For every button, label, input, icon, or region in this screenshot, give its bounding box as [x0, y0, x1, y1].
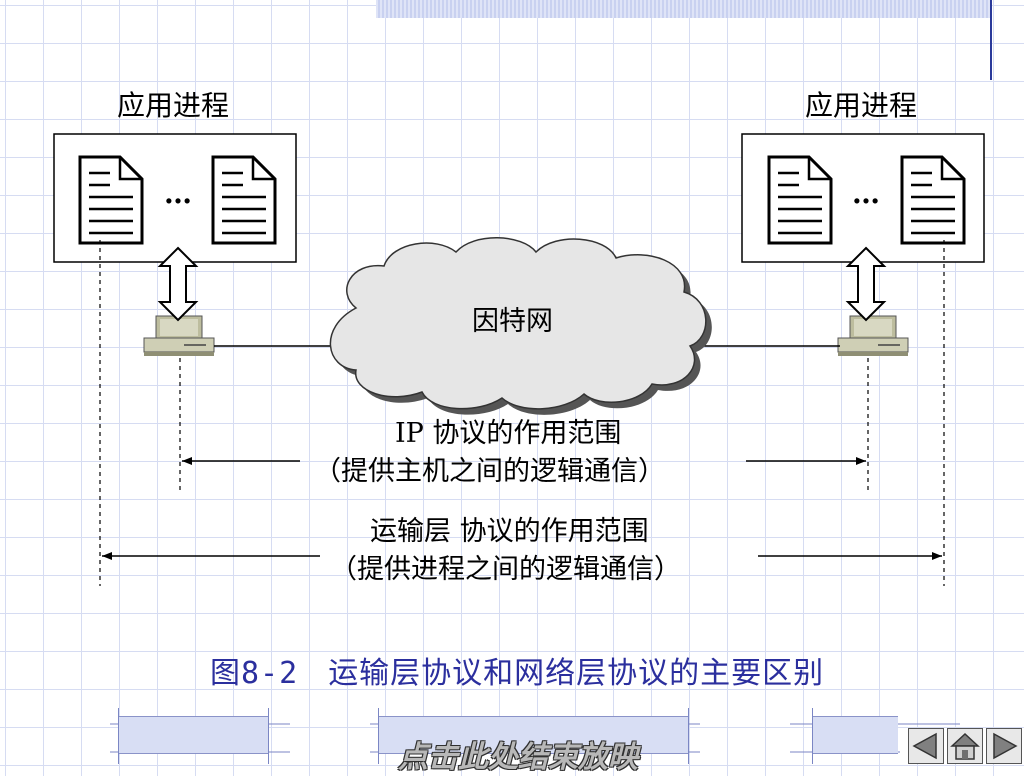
- figure-caption-text: 运输层协议和网络层协议的主要区别: [328, 656, 825, 691]
- footer-decor-vline: [688, 708, 689, 764]
- footer-decor-vline: [378, 708, 379, 764]
- prev-slide-button[interactable]: [908, 728, 944, 764]
- figure-caption: 图8-2 运输层协议和网络层协议的主要区别: [210, 648, 824, 692]
- footer-decor-vline: [812, 708, 813, 764]
- footer-decor-box-left: [118, 716, 268, 754]
- right-document-icon-2: [900, 155, 966, 245]
- ip-scope-title: IP 协议的作用范围: [395, 418, 622, 449]
- left-process-title: 应用进程: [117, 89, 230, 122]
- top-decor-band: [376, 0, 992, 18]
- footer-decor-box-center: [378, 716, 688, 754]
- end-show-button[interactable]: 点击此处结束放映: [398, 740, 638, 775]
- right-decor-rule: [990, 0, 992, 80]
- right-document-icon-1: [767, 155, 833, 245]
- right-ellipsis: …: [852, 177, 880, 210]
- transport-scope-arrow: [102, 552, 942, 560]
- left-document-icon-1: [78, 155, 144, 245]
- home-button[interactable]: [947, 728, 983, 764]
- footer-decor-vline: [118, 708, 119, 764]
- home-icon: [950, 732, 980, 760]
- left-ellipsis: …: [164, 177, 192, 210]
- triangle-left-icon: [912, 732, 937, 760]
- ip-scope-subtitle: （提供主机之间的逻辑通信）: [314, 456, 665, 487]
- footer-decor-vline: [268, 708, 269, 764]
- internet-cloud: [329, 237, 712, 415]
- right-process-title: 应用进程: [805, 89, 918, 122]
- figure-number: 图8-2: [210, 656, 299, 691]
- transport-scope-subtitle: （提供进程之间的逻辑通信）: [330, 554, 681, 585]
- left-host-computer-icon: [143, 315, 215, 357]
- next-slide-button[interactable]: [986, 728, 1022, 764]
- left-document-icon-2: [211, 155, 277, 245]
- right-host-computer-icon: [837, 315, 909, 357]
- transport-scope-title: 运输层 协议的作用范围: [370, 516, 649, 547]
- footer-decor-box-right: [812, 716, 898, 754]
- internet-label: 因特网: [472, 306, 553, 337]
- ip-scope-arrow: [182, 457, 866, 465]
- triangle-right-icon: [993, 732, 1018, 760]
